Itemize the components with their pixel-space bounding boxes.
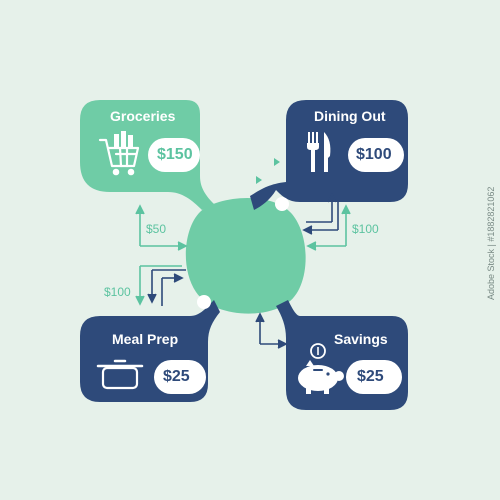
connector-dot [275,197,289,211]
central-hub [185,197,306,314]
amount-pill [346,360,402,394]
card-title-meal-prep: Meal Prep [112,331,179,347]
card-title-dining-out: Dining Out [314,108,386,124]
flow-arrow-groceries-to-hub [135,204,188,251]
shopping-cart-icon [98,131,140,176]
flow-arrow-hub-to-mealprep [135,265,182,306]
flow-arrow-hub-to-dining [306,204,351,251]
amount-groceries: $150 [157,146,193,163]
card-groceries[interactable] [80,100,214,210]
flow-arrow-hub-to-mealprep-navy [147,269,186,306]
cooking-pot-icon [96,359,144,390]
stock-watermark: Adobe Stock | #1882821062 [486,186,496,300]
flow-label-groceries: $50 [146,222,167,236]
flow-label-dining-out: $100 [352,222,379,236]
amount-pill [154,360,206,394]
card-title-savings: Savings [334,331,388,347]
flow-arrow-dining-to-hub [302,192,339,235]
amount-dining-out: $100 [356,146,392,163]
connector-dot [197,295,211,309]
piggy-bank-icon [298,343,344,394]
amount-pill [348,138,404,172]
amount-meal-prep: $25 [163,368,190,385]
amount-savings: $25 [357,368,384,385]
flow-arrow-hub-to-savings [255,312,288,349]
fork-knife-icon [307,132,331,172]
card-title-groceries: Groceries [110,108,176,124]
card-meal-prep[interactable] [80,295,220,402]
amount-pill [148,138,200,172]
card-savings[interactable] [276,300,408,410]
flow-label-meal-prep: $100 [104,285,131,299]
flow-marker [256,158,280,184]
